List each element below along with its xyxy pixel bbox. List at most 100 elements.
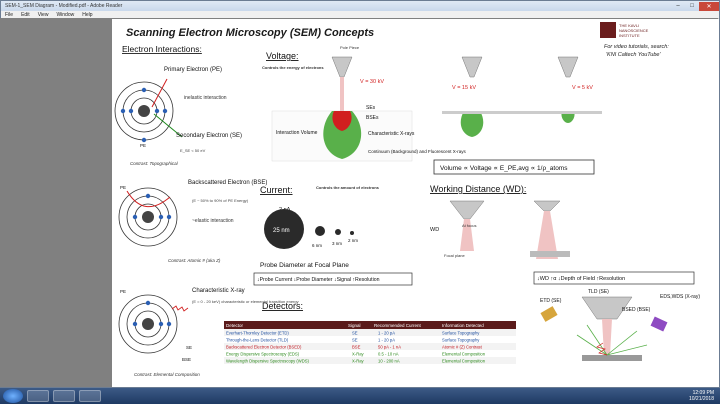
wd-summary: ↓WD ↑α ↓Depth of Field ↑Resolution	[537, 276, 625, 282]
taskbar-app-explorer[interactable]	[27, 390, 49, 402]
pole-piece-label: Pole Piece	[340, 45, 360, 50]
wd-sample	[530, 251, 570, 257]
wd-beam-2	[536, 211, 558, 259]
start-button[interactable]	[3, 389, 23, 403]
xray-note: (E = 0 - 20 keV) characteristic or eleme…	[192, 299, 299, 304]
pe-label-3: PE	[120, 289, 126, 294]
v15-label: V = 15 kV	[452, 85, 476, 91]
atom-diagram-xray	[118, 294, 189, 354]
interaction-volume-15kv	[460, 111, 484, 137]
focal-plane-label: Focal plane	[444, 253, 465, 258]
kni-logo-mark	[600, 22, 616, 38]
contrast-topographical: Contrast: Topographical	[130, 161, 179, 166]
current-heading: Current:	[260, 185, 293, 195]
pole-piece-5kv	[557, 56, 579, 78]
tutorial-line2: 'KNI Caltech YouTube'	[606, 52, 661, 58]
atom-diagram-bse	[118, 187, 178, 247]
pe-label-2: PE	[120, 185, 126, 190]
sem-diagram: Scanning Electron Microscopy (SEM) Conce…	[114, 22, 700, 377]
menu-view[interactable]: View	[37, 11, 49, 18]
pe-label-1: PE	[140, 143, 146, 148]
wd-beam	[460, 219, 474, 251]
wd-summary-box	[533, 271, 695, 285]
current-summary: ↓Probe Current ↓Probe Diameter ↓Signal ↑…	[257, 277, 380, 283]
detectors-heading: Detectors:	[262, 301, 303, 311]
taskbar-app-browser[interactable]	[53, 390, 75, 402]
document-canvas[interactable]: Scanning Electron Microscopy (SEM) Conce…	[0, 18, 718, 387]
row4-detector: Energy Dispersive Spectroscopy (EDS)	[226, 352, 300, 357]
bsed-label: BSED (BSE)	[622, 307, 651, 313]
menu-file[interactable]: File	[5, 11, 14, 18]
sample-surface	[442, 111, 602, 114]
row3-detector: Backscattered Electron Detector (BSED)	[226, 345, 302, 350]
tld-label: TLD (SE)	[588, 289, 609, 295]
probe-diameter-label: Probe Diameter at Focal Plane	[260, 262, 349, 269]
row5-current: 10 - 200 nA	[378, 359, 400, 364]
beam-30kv	[340, 77, 344, 111]
xray-label: Characteristic X-ray	[192, 288, 245, 294]
col-info: Information Detected	[442, 323, 484, 328]
row1-signal: SE	[352, 331, 358, 336]
logo-line3: INSTITUTE	[619, 33, 640, 38]
probe-3nm: 3 nm	[332, 241, 342, 246]
row3-info: Atomic # (Z) Contrast	[442, 345, 483, 350]
char-xrays-label: Characteristic X-rays	[368, 131, 415, 137]
tray-date: 10/21/2018	[688, 396, 714, 402]
probe-25nm: 25 nm	[273, 228, 290, 234]
pdf-page: Scanning Electron Microscopy (SEM) Conce…	[112, 19, 718, 387]
logo-line2: NANOSCIENCE	[619, 28, 649, 33]
row2-detector: Through-the-Lens Detector (TLD)	[226, 338, 289, 343]
pole-piece-15kv	[461, 56, 483, 78]
row3-current: 50 pA - 1 nA	[378, 345, 401, 350]
detector-table: Detector Signal Recommended Current Info…	[224, 321, 516, 364]
v30-label: V = 30 kV	[360, 79, 384, 85]
menu-window[interactable]: Window	[56, 11, 75, 18]
bse-label-small: BSE	[182, 357, 191, 362]
tray-time: 12:09 PM	[692, 390, 714, 396]
volume-formula: Volume ∝ Voltage ∝ E_PE,avg ∝ 1/ρ_atoms	[440, 165, 568, 172]
row1-current: 1 - 20 pA	[378, 331, 395, 336]
contrast-elemental: Contrast: Elemental Composition	[134, 372, 200, 377]
row5-detector: Wavelength Dispersive Spectroscopy (WDS)	[226, 359, 310, 364]
probe-circle-2nm	[350, 231, 354, 235]
col-detector: Detector	[226, 323, 244, 328]
tutorial-line1: For video tutorials, search:	[604, 44, 669, 50]
title-bar: SEM-1_SEM Diagram - Modified.pdf - Adobe…	[1, 1, 719, 11]
row1-detector: Everhart-Thornley Detector (ETD)	[226, 331, 289, 336]
system-tray-clock[interactable]: 12:09 PM 10/21/2018	[689, 390, 720, 402]
wd-pole-piece-2	[533, 200, 561, 212]
at-focus-label: At focus	[462, 223, 476, 228]
probe-circle-6nm	[315, 226, 325, 236]
current-note: Controls the amount of electrons	[316, 185, 380, 190]
v5-label: V = 5 kV	[572, 85, 593, 91]
col-current: Recommended Current	[374, 323, 422, 328]
page-title: Scanning Electron Microscopy (SEM) Conce…	[126, 27, 374, 39]
etd-label: ETD (SE)	[540, 298, 562, 304]
probe-circle-3nm	[335, 229, 341, 235]
inelastic-label: inelastic interaction	[184, 95, 227, 101]
probe-6nm: 6 nm	[312, 243, 322, 248]
maximize-button[interactable]: □	[690, 3, 694, 9]
primary-electron-label: Primary Electron (PE)	[164, 67, 222, 73]
elastic-label: ~elastic interaction	[192, 218, 234, 224]
row5-info: Elemental Composition	[442, 359, 486, 364]
minimize-button[interactable]: –	[676, 3, 680, 9]
windows-taskbar: 12:09 PM 10/21/2018	[0, 388, 720, 404]
interactions-heading: Electron Interactions:	[122, 44, 202, 54]
contrast-atomic: Contrast: Atomic # (aka Z)	[168, 258, 221, 263]
window-title: SEM-1_SEM Diagram - Modified.pdf - Adobe…	[5, 3, 123, 9]
close-button[interactable]: ✕	[699, 1, 719, 11]
row4-current: 0.5 - 10 nA	[378, 352, 399, 357]
continuum-label: Continuum (Background) and Fluorescent X…	[368, 149, 467, 154]
interaction-volume	[323, 111, 362, 159]
bses-label: BSEs	[366, 115, 379, 121]
row2-current: 1 - 20 pA	[378, 338, 395, 343]
row2-info: Surface Topography	[442, 338, 480, 343]
taskbar-app-pdf[interactable]	[79, 390, 101, 402]
pole-piece-30kv	[331, 56, 353, 78]
menu-help[interactable]: Help	[82, 11, 93, 18]
menu-edit[interactable]: Edit	[21, 11, 30, 18]
bse-note: (E ~ 50% to 90% of PE Energy)	[192, 198, 249, 203]
row1-info: Surface Topography	[442, 331, 480, 336]
row3-signal: BSE	[352, 345, 361, 350]
